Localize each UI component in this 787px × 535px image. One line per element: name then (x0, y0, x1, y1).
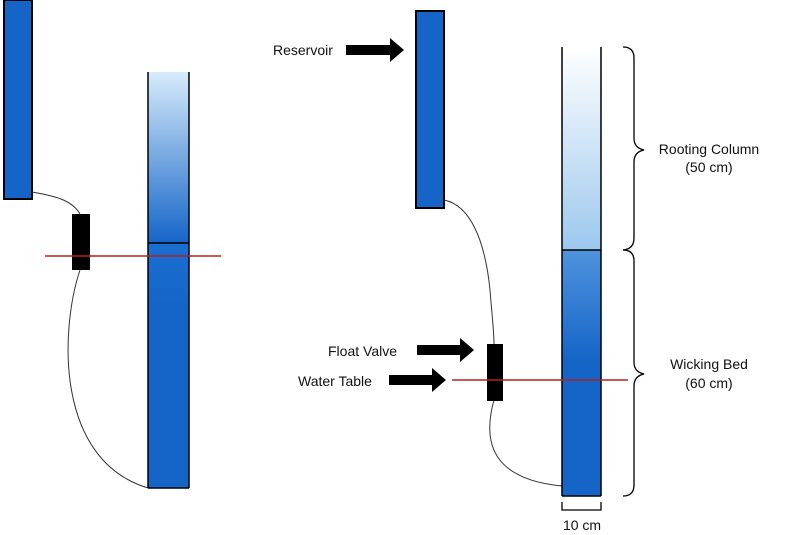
tube-lower (489, 399, 563, 487)
left-reservoir (3, 0, 33, 200)
reservoir (415, 10, 445, 209)
water-table-label: Water Table (298, 373, 372, 389)
width-bracket (561, 502, 602, 511)
left-tube-upper (31, 191, 81, 215)
left-rooting-section (148, 72, 189, 243)
rooting-column-size: (50 cm) (685, 159, 732, 175)
tube-upper (443, 199, 495, 345)
left-float-valve (72, 214, 90, 270)
left-wicking-section (148, 243, 189, 488)
rooting-column-brace (622, 46, 645, 251)
float-valve (487, 344, 503, 401)
reservoir-arrow (346, 38, 404, 62)
wicking-bed (562, 250, 601, 496)
wicking-bed-title: Wicking Bed (670, 356, 748, 372)
left-tube-lower (67, 269, 149, 489)
wicking-bed-size: (60 cm) (685, 375, 732, 391)
width-label: 10 cm (563, 517, 601, 533)
left-diagram (3, 0, 221, 489)
rooting-column-title: Rooting Column (659, 141, 759, 157)
float-valve-arrow (417, 338, 474, 362)
float-valve-label: Float Valve (328, 343, 397, 359)
rooting-column (562, 47, 601, 250)
wicking-bed-brace (622, 249, 645, 497)
water-table-arrow (389, 368, 446, 392)
right-diagram: Reservoir Float Valve Water Table Rootin… (273, 10, 759, 533)
reservoir-label: Reservoir (273, 42, 333, 58)
